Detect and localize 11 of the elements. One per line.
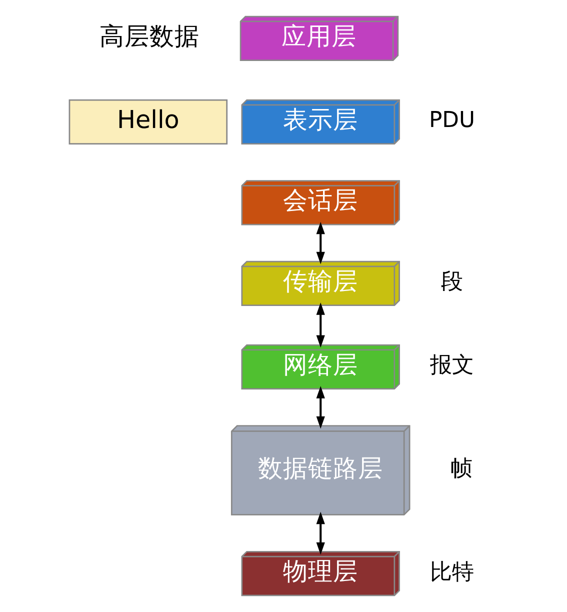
arrow: [316, 302, 324, 348]
label: 高层数据: [99, 21, 200, 50]
node-box: Hello: [68, 99, 228, 144]
node-label: 帧: [450, 456, 472, 482]
arrow: [316, 512, 324, 555]
arrow: [316, 222, 324, 264]
node-label: 段: [440, 270, 462, 295]
node-label: 报文: [429, 353, 474, 378]
node-label: PDU: [428, 108, 475, 134]
node-label: 比特: [429, 560, 474, 585]
arrow: [316, 386, 324, 429]
